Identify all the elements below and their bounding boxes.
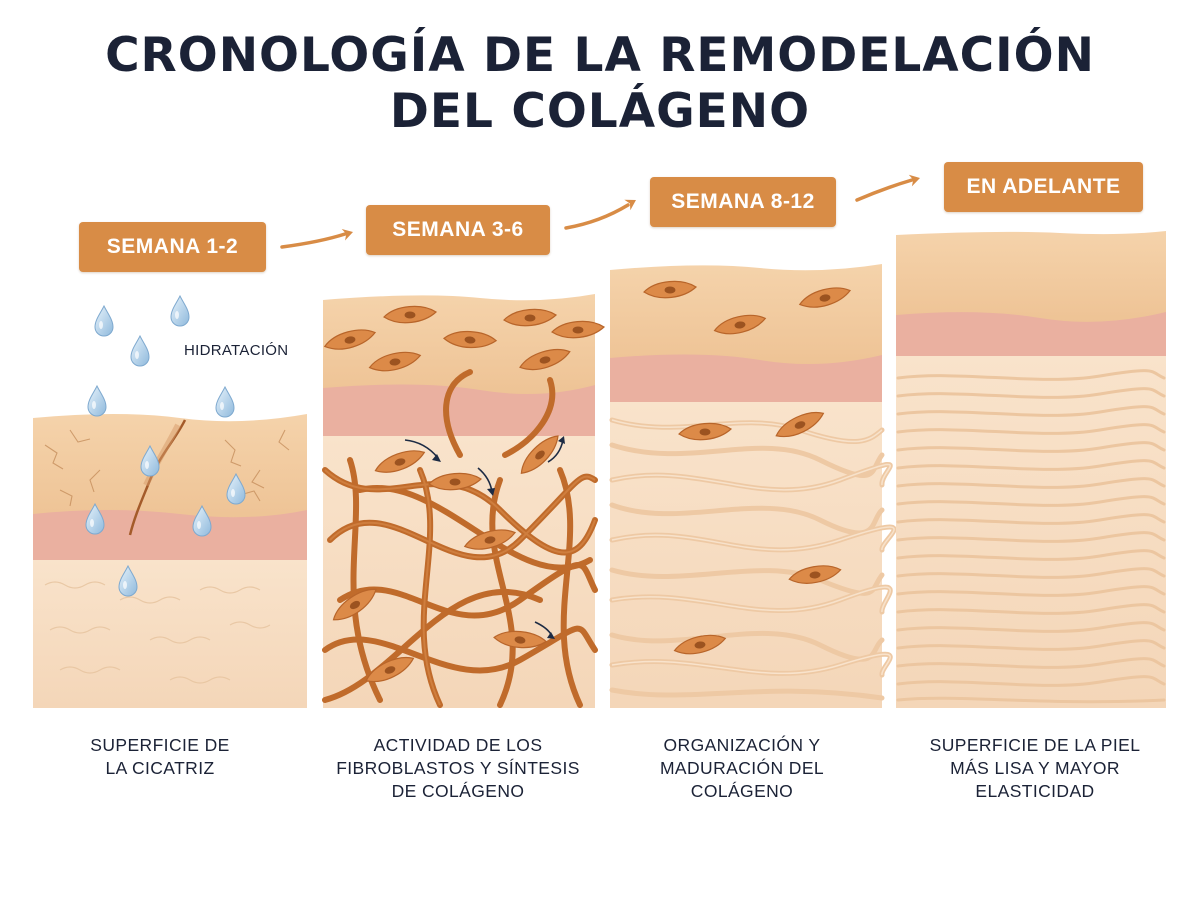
caption-week-1-2: SUPERFICIE DE LA CICATRIZ: [40, 734, 280, 780]
caption-line: COLÁGENO: [690, 781, 794, 801]
caption-line: MÁS LISA Y MAYOR: [950, 758, 1120, 778]
panel-onwards: [896, 231, 1166, 708]
arrow-2-to-3: [564, 203, 630, 230]
hydration-label: HIDRATACIÓN: [184, 342, 289, 359]
badge-week-1-2: SEMANA 1-2: [79, 222, 266, 272]
caption-line: ACTIVIDAD DE LOS: [373, 735, 543, 755]
arrow-3-to-4: [855, 178, 914, 202]
badge-week-8-12: SEMANA 8-12: [650, 177, 836, 227]
panel-week-1-2: [33, 295, 307, 708]
caption-week-3-6: ACTIVIDAD DE LOS FIBROBLASTOS Y SÍNTESIS…: [320, 734, 596, 803]
caption-line: FIBROBLASTOS Y SÍNTESIS: [336, 758, 580, 778]
caption-line: MADURACIÓN DEL: [659, 758, 825, 778]
title-line-2: DEL COLÁGENO: [389, 84, 811, 139]
timeline-arrows: [280, 178, 914, 249]
badge-week-3-6: SEMANA 3-6: [366, 205, 550, 255]
panel-week-3-6: [322, 294, 605, 708]
caption-line: DE COLÁGENO: [391, 781, 525, 801]
title-line-1: CRONOLOGÍA DE LA REMODELACIÓN: [105, 28, 1095, 83]
caption-line: SUPERFICIE DE: [90, 735, 230, 755]
page-title: CRONOLOGÍA DE LA REMODELACIÓN DEL COLÁGE…: [0, 28, 1200, 140]
caption-onwards: SUPERFICIE DE LA PIEL MÁS LISA Y MAYOR E…: [910, 734, 1160, 803]
caption-line: SUPERFICIE DE LA PIEL: [929, 735, 1141, 755]
caption-week-8-12: ORGANIZACIÓN Y MADURACIÓN DEL COLÁGENO: [620, 734, 864, 803]
caption-line: ORGANIZACIÓN Y: [663, 735, 821, 755]
panel-week-8-12: [609, 264, 897, 708]
arrow-1-to-2: [280, 232, 347, 249]
badge-onwards: EN ADELANTE: [944, 162, 1143, 212]
caption-line: ELASTICIDAD: [975, 781, 1095, 801]
caption-line: LA CICATRIZ: [105, 758, 215, 778]
